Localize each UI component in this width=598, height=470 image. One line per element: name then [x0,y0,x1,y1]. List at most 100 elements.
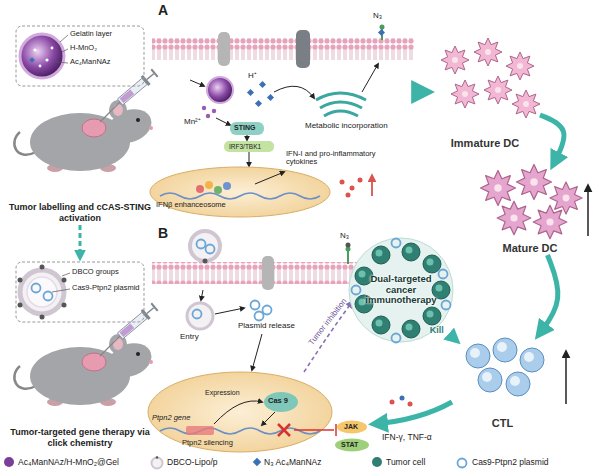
mouse-illustration [14,68,159,172]
edge-label: Kill [430,326,444,336]
dc-cluster [550,182,582,214]
legend-icon [152,458,163,469]
legend-text: N₃ Ac₄ManNAz [264,457,321,467]
dna-strand [160,172,320,436]
legend-text: Tumor cell [386,457,425,467]
dna-strand [214,186,222,194]
flow-arrow [374,402,452,424]
sting-pathway [267,94,274,101]
membrane-protein [203,259,208,264]
part-label: Ac₄ManNAz [70,58,111,66]
dc-cluster [484,76,512,104]
process-label: IFN-I and pro-inflammatory cytokines [286,150,404,167]
tumor-cluster [402,243,420,261]
ctl-cluster [520,348,544,372]
node-text: CTL [492,417,513,430]
protein-label: STAT [341,441,358,449]
tumor-cluster [392,334,401,343]
legend-item: Cas9-Ptpn2 plasmid [455,457,549,467]
membrane-protein [262,256,274,290]
dc-cluster [512,90,540,118]
ion-label: Mn²⁺ [184,118,201,127]
flow-arrow [565,352,567,404]
tumor-cluster [423,307,441,325]
dc-cluster [533,205,567,239]
entry-path [215,308,244,314]
legend-text: DBCO-Lipo/p [167,457,218,467]
process-label: IFNβ enhanceosome [156,201,226,209]
dna-strand [278,424,290,436]
dna-strand [186,426,214,435]
sting-pathway [202,106,206,110]
node-text: Dual-targeted cancer immunotherapy [363,274,439,307]
cytokine-dots [358,178,363,183]
cytokine-dots [346,193,351,198]
sting-pathway [206,114,210,118]
node-text: Tumor-targeted gene therapy via click ch… [9,427,151,448]
tumor-cluster [352,286,361,295]
cytokine-dots [371,176,373,196]
membrane-protein [197,240,206,249]
mouse-illustration [14,302,159,406]
dna-strand [160,428,320,434]
membrane-protein [347,250,349,264]
entry-path [252,334,262,370]
dna-strand [205,181,213,189]
dna-strand [196,185,204,193]
legend-swatch [372,457,382,467]
mouse-illustration [14,68,159,406]
legend-text: Cas9-Ptpn2 plasmid [472,457,549,467]
legend-text: Ac₄ManNAz/H-MnO₂@Gel [18,457,119,467]
nucleus [150,167,330,217]
entry-path [263,306,272,315]
part-label: Cas9-Ptpn2 plasmid [72,284,140,292]
jak-stat [335,439,369,452]
membrane-protein [206,245,215,254]
process-label: Expression [205,389,240,397]
legend-item: Ac₄ManNAz/H-MnO₂@Gel [4,457,119,467]
part-label: H-MnO₂ [70,44,97,52]
golgi [316,93,366,100]
nucleus [148,167,332,452]
ctl-cluster [466,344,490,368]
node-text: Tumor labelling and cCAS-STING activatio… [9,202,151,223]
membrane-protein [380,25,385,30]
liposome-icon [18,278,23,283]
flow-arrow [540,115,564,165]
jak-stat [294,421,369,452]
sting-pathway [230,122,264,135]
tumor-cluster [372,246,390,264]
liposome-icon [62,303,67,308]
legend-icon [458,459,467,468]
membrane-protein [190,25,406,293]
nanoparticle-icon [20,34,64,78]
process-label: Metabolic incorporation [305,122,388,131]
process-label: Plasmid release [238,322,295,331]
part-label: Gelatin layer [70,30,112,38]
cytokine-dots [340,180,345,185]
membrane-protein [296,30,310,68]
node-text: Mature DC [502,242,557,255]
legend-icon [156,456,159,459]
protein-label: STING [234,124,255,132]
golgi [274,64,378,116]
entry-path [187,303,213,329]
nanoparticle-icon [56,62,68,63]
nanoparticle-icon [33,48,36,51]
legend-swatch [253,458,261,466]
golgi [324,111,358,116]
liposome-icon [44,292,53,301]
nanoparticle-icon [62,49,68,52]
jak-stat [337,421,367,434]
dc-cluster [441,38,582,239]
part-label: DBCO groups [72,268,119,276]
golgi [320,102,362,108]
sting-pathway [247,89,254,96]
dna-strand [255,172,284,184]
nanoparticle-icon [16,26,144,86]
nanoparticle-icon [51,47,54,50]
cell-group: Immature DC [430,35,540,150]
dc-cluster [506,52,534,80]
